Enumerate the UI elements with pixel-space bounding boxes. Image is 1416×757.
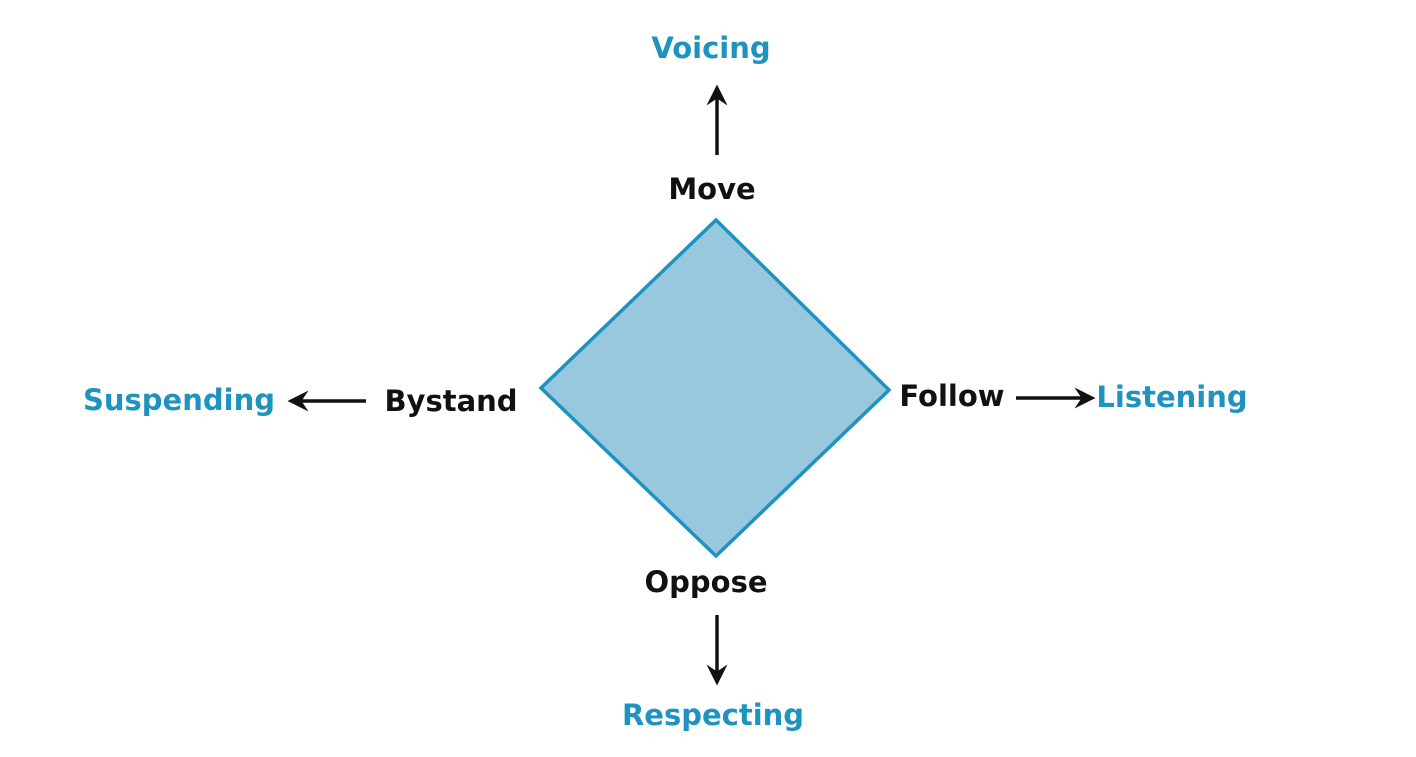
center-diamond	[538, 217, 892, 559]
stance-follow-label: Follow	[899, 379, 1005, 413]
stance-move-label: Move	[668, 172, 756, 206]
stance-bystand-label: Bystand	[384, 384, 518, 418]
practice-suspending-label: Suspending	[83, 383, 275, 417]
practice-listening-label: Listening	[1096, 380, 1248, 414]
practice-voicing-label: Voicing	[651, 31, 771, 65]
practice-respecting-label: Respecting	[621, 698, 805, 732]
stance-oppose-label: Oppose	[644, 565, 768, 599]
